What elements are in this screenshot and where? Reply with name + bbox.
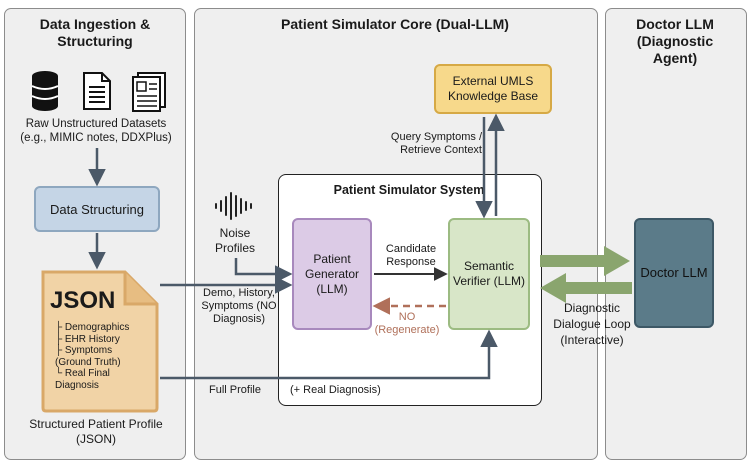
ingestion-panel-title: Data Ingestion & Structuring bbox=[39, 16, 151, 49]
demo-history-label: Demo, History, Symptoms (NO Diagnosis) bbox=[201, 287, 277, 325]
candidate-response-label: Candidate Response bbox=[385, 243, 437, 268]
umls-label: External UMLS Knowledge Base bbox=[447, 74, 539, 103]
dialogue-loop-label: Diagnostic Dialogue Loop (Interactive) bbox=[553, 301, 631, 347]
patient-generator-label: Patient Generator (LLM) bbox=[304, 251, 360, 296]
json-item-demographics: ├ Demographics bbox=[55, 322, 130, 333]
database-icon bbox=[31, 71, 59, 111]
json-items: ├ Demographics ├ EHR History ├ Symptoms … bbox=[55, 322, 135, 391]
json-item-ehr: ├ EHR History bbox=[55, 333, 120, 345]
noise-profiles-label: Noise Profiles bbox=[214, 226, 255, 255]
document-icon bbox=[83, 72, 111, 110]
data-structuring-box: Data Structuring bbox=[34, 186, 160, 232]
doctor-llm-box: Doctor LLM bbox=[634, 218, 714, 328]
data-structuring-label: Data Structuring bbox=[50, 201, 144, 217]
json-item-symptoms: ├ Symptoms (Ground Truth) bbox=[55, 345, 121, 368]
doctor-panel-title: Doctor LLM (Diagnostic Agent) bbox=[636, 16, 714, 66]
no-regenerate-label: NO (Regenerate) bbox=[374, 311, 440, 336]
json-item-diagnosis: └ Real Final Diagnosis bbox=[55, 368, 110, 391]
json-badge: JSON bbox=[50, 287, 116, 314]
raw-datasets-label: Raw Unstructured Datasets (e.g., MIMIC n… bbox=[20, 118, 172, 144]
query-label: Query Symptoms / Retrieve Context bbox=[390, 131, 482, 156]
umls-box: External UMLS Knowledge Base bbox=[434, 64, 552, 114]
waveform-icon bbox=[215, 192, 252, 220]
patient-generator-box: Patient Generator (LLM) bbox=[292, 218, 372, 330]
full-profile-label: Full Profile bbox=[209, 384, 261, 396]
semantic-verifier-box: Semantic Verifier (LLM) bbox=[448, 218, 530, 330]
semantic-verifier-label: Semantic Verifier (LLM) bbox=[452, 259, 526, 288]
json-document-shape bbox=[41, 270, 159, 413]
core-panel-title: Patient Simulator Core (Dual-LLM) bbox=[281, 16, 509, 32]
simulator-system-title: Patient Simulator System bbox=[333, 183, 485, 197]
doctor-llm-label: Doctor LLM bbox=[640, 265, 708, 280]
real-diagnosis-label: (+ Real Diagnosis) bbox=[290, 384, 381, 396]
structured-profile-label: Structured Patient Profile (JSON) bbox=[29, 417, 163, 446]
form-document-icon bbox=[132, 72, 166, 112]
